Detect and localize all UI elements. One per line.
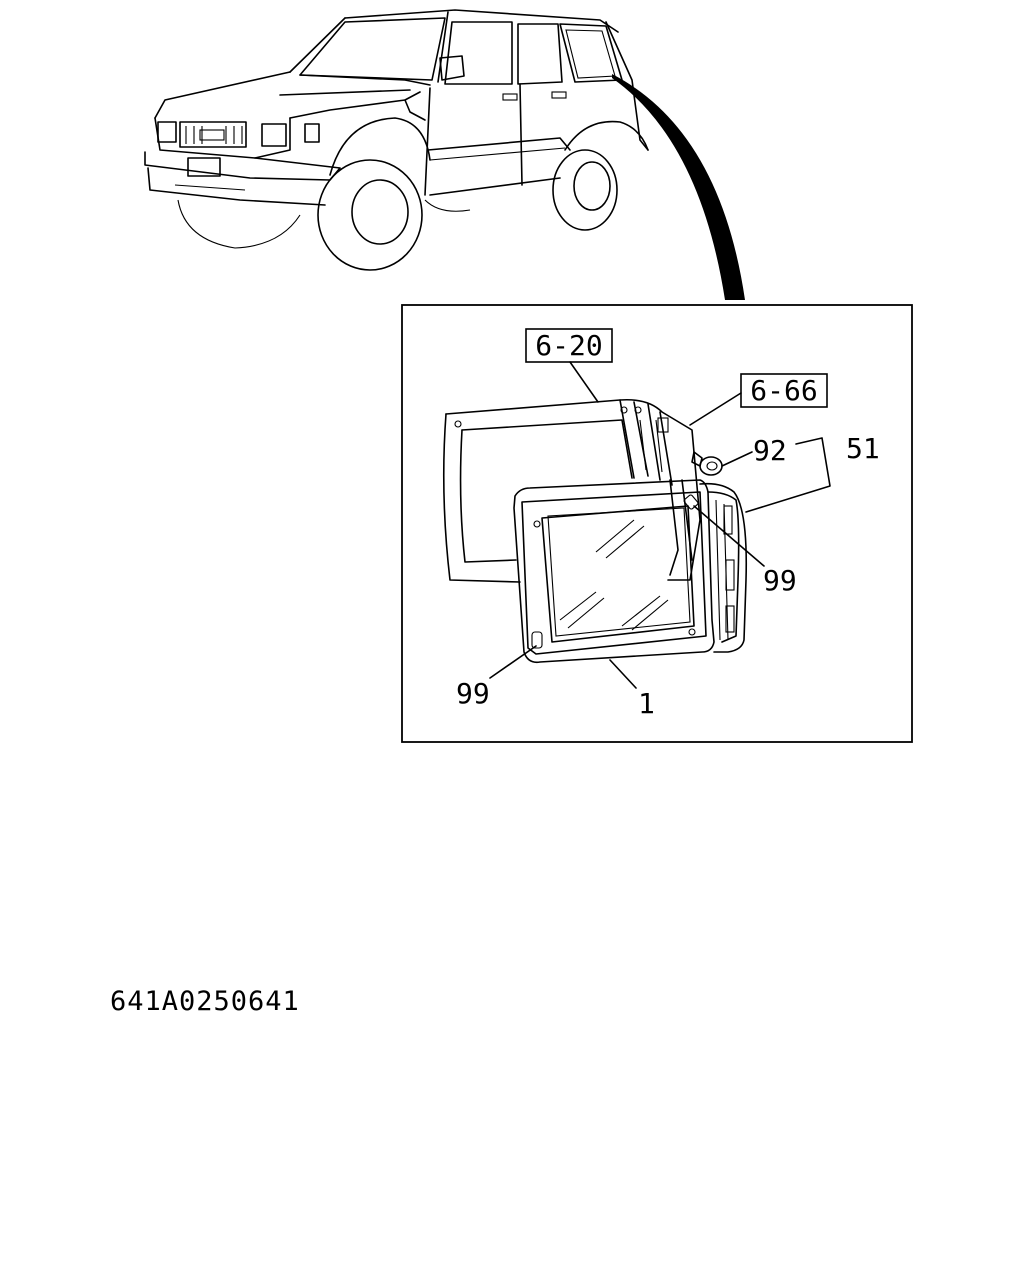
drawing-code: 641A0250641 bbox=[110, 986, 300, 1017]
weatherstrip bbox=[699, 482, 748, 653]
leader-6-20 bbox=[569, 361, 599, 403]
vehicle-illustration bbox=[144, 9, 649, 271]
leader-99-upper bbox=[693, 505, 765, 567]
leader-92 bbox=[721, 451, 753, 467]
leader-1 bbox=[609, 659, 637, 689]
ref-box-6-66 bbox=[740, 373, 828, 408]
body-opening-panel bbox=[442, 398, 701, 583]
bracket-51 bbox=[745, 437, 831, 513]
detail-frame bbox=[401, 304, 913, 743]
glass-assembly bbox=[513, 479, 715, 664]
leader-99-lower bbox=[489, 645, 537, 679]
detail-leader-arrow bbox=[612, 74, 745, 300]
fastener-92 bbox=[691, 451, 723, 476]
ref-box-6-20 bbox=[525, 328, 613, 363]
callout-1: 1 bbox=[638, 687, 655, 720]
ref-label-6-66: 6-66 bbox=[750, 374, 817, 407]
callout-51: 51 bbox=[846, 432, 880, 465]
callout-99-upper: 99 bbox=[763, 564, 797, 597]
callout-99-lower: 99 bbox=[456, 677, 490, 710]
leader-6-66 bbox=[689, 392, 742, 426]
callout-92: 92 bbox=[753, 434, 787, 467]
ref-label-6-20: 6-20 bbox=[535, 329, 602, 362]
